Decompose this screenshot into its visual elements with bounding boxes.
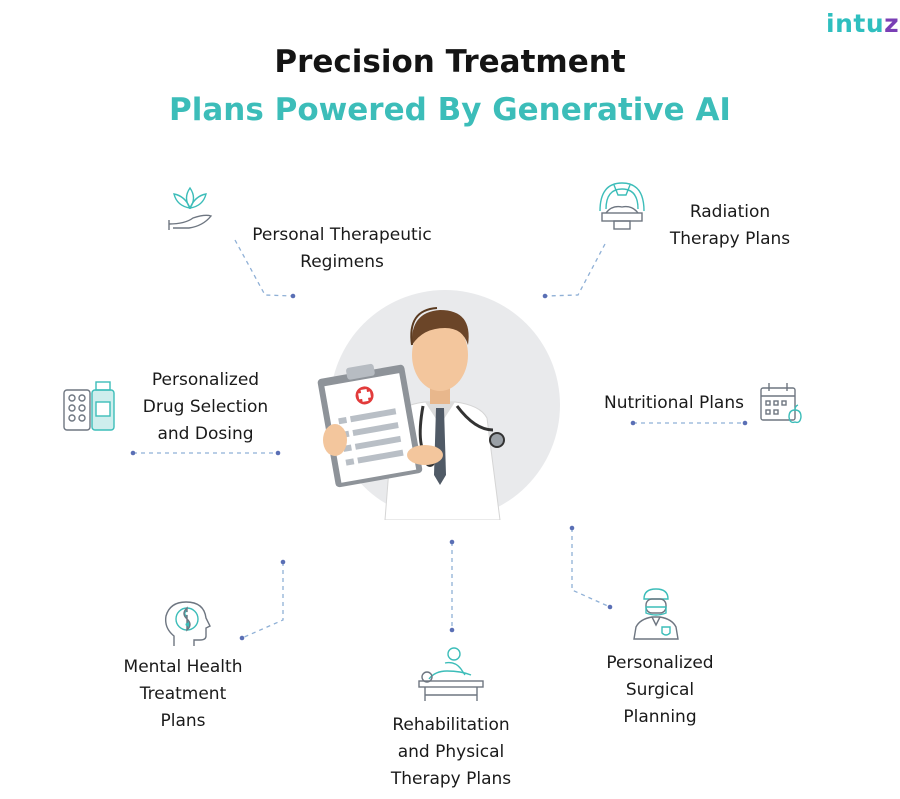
- label-line: Personal Therapeutic: [252, 225, 432, 245]
- label-line: Personalized: [606, 653, 714, 673]
- brand-logo: intuz: [826, 9, 899, 38]
- connector-mental: [241, 562, 284, 639]
- head-yin-yang-icon: [164, 601, 211, 646]
- label-line: Therapy Plans: [390, 769, 512, 789]
- label-line: Personalized: [151, 370, 260, 390]
- item-nutritional-plans: Nutritional Plans: [598, 390, 750, 417]
- label-line: Mental Health: [123, 657, 243, 677]
- label-line: Nutritional Plans: [603, 393, 744, 413]
- label-line: Plans: [160, 711, 206, 731]
- label-line: Rehabilitation: [392, 715, 510, 735]
- pills-bottle-icon: [63, 381, 115, 431]
- connector-radiation: [544, 243, 606, 297]
- logo-text: intu: [826, 9, 885, 38]
- label-line: and Dosing: [157, 424, 254, 444]
- label-line: Radiation: [689, 202, 771, 222]
- label-line: Treatment: [139, 684, 227, 704]
- connector-surgical: [571, 528, 611, 608]
- item-personalized-drug-selection: Personalized Drug Selection and Dosing: [128, 367, 283, 448]
- surgeon-icon: [633, 588, 679, 640]
- lotus-hand-icon: [168, 186, 213, 230]
- label-line: Therapy Plans: [669, 229, 791, 249]
- label-line: Drug Selection: [142, 397, 269, 417]
- label-line: Regimens: [300, 252, 384, 272]
- radiation-machine-icon: [599, 182, 645, 230]
- massage-table-icon: [418, 647, 484, 701]
- doctor-clipboard-icon: [317, 307, 505, 520]
- item-rehabilitation-physical-therapy: Rehabilitation and Physical Therapy Plan…: [375, 712, 527, 793]
- page-title: Precision Treatment: [274, 44, 626, 80]
- page-subtitle: Plans Powered By Generative AI: [169, 92, 731, 128]
- connector-therapeutic: [234, 239, 294, 297]
- item-personalized-surgical-planning: Personalized Surgical Planning: [590, 650, 730, 731]
- label-line: Surgical: [625, 680, 695, 700]
- label-line: and Physical: [397, 742, 505, 762]
- logo-accent: z: [884, 9, 900, 38]
- item-radiation-therapy-plans: Radiation Therapy Plans: [655, 199, 805, 253]
- calendar-apple-icon: [760, 383, 802, 424]
- label-line: Planning: [623, 707, 697, 727]
- item-personal-therapeutic-regimens: Personal Therapeutic Regimens: [237, 222, 447, 276]
- item-mental-health-treatment-plans: Mental Health Treatment Plans: [115, 654, 251, 735]
